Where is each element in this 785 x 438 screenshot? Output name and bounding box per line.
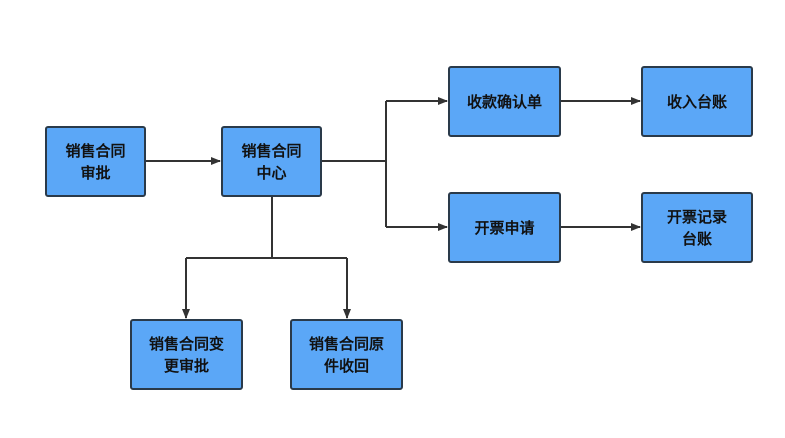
node-label: 收款确认单 (466, 92, 542, 111)
node-label: 开票记录 台账 (666, 207, 727, 248)
node-label: 销售合同原 件收回 (308, 334, 384, 375)
node-invoice-application[interactable]: 开票申请 (448, 192, 561, 263)
node-contract-original-return[interactable]: 销售合同原 件收回 (290, 319, 403, 390)
node-label: 收入台账 (666, 92, 727, 111)
node-label: 销售合同 中心 (241, 141, 302, 182)
node-receipt-confirmation[interactable]: 收款确认单 (448, 66, 561, 137)
node-income-ledger[interactable]: 收入台账 (641, 66, 753, 137)
node-contract-change-approval[interactable]: 销售合同变 更审批 (130, 319, 243, 390)
node-contract-center[interactable]: 销售合同 中心 (221, 126, 322, 197)
node-label: 开票申请 (474, 218, 535, 237)
node-label: 销售合同变 更审批 (148, 334, 224, 375)
node-label: 销售合同 审批 (65, 141, 126, 182)
node-contract-approval[interactable]: 销售合同 审批 (45, 126, 146, 197)
node-invoice-record-ledger[interactable]: 开票记录 台账 (641, 192, 753, 263)
